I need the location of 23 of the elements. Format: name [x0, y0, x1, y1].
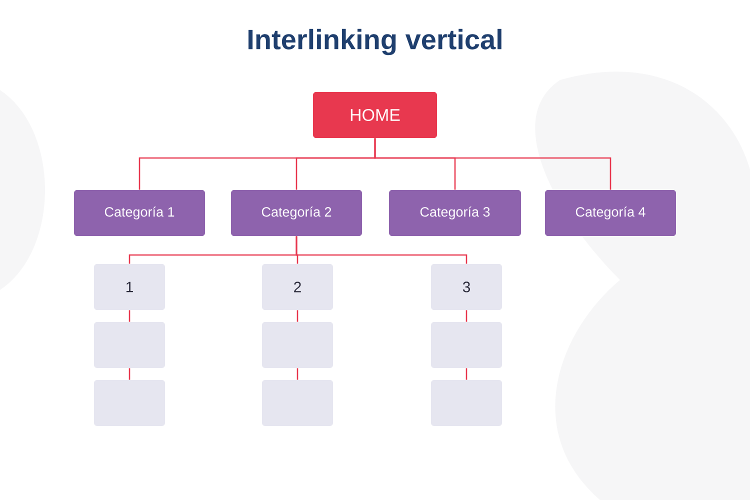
connector-line — [374, 138, 612, 190]
connector-line — [296, 368, 298, 380]
connector-line — [128, 368, 130, 380]
connector-line — [296, 310, 298, 322]
connector-line — [128, 310, 130, 322]
page-box: 2 — [262, 264, 333, 310]
category-box: Categoría 1 — [74, 190, 205, 236]
page-box: 1 — [94, 264, 165, 310]
page-box — [262, 322, 333, 368]
connector-line — [466, 368, 468, 380]
page-box — [431, 322, 502, 368]
home-box: HOME — [313, 92, 437, 138]
page-box — [262, 380, 333, 426]
page-box — [94, 380, 165, 426]
title: Interlinking vertical — [248, 28, 502, 56]
category-box: Categoría 2 — [231, 190, 362, 236]
category-box: Categoría 3 — [389, 190, 521, 236]
connector-line — [296, 236, 468, 264]
page-box — [94, 322, 165, 368]
category-box: Categoría 4 — [545, 190, 676, 236]
page-box: 3 — [431, 264, 502, 310]
page-box — [431, 380, 502, 426]
connector-line — [466, 310, 468, 322]
